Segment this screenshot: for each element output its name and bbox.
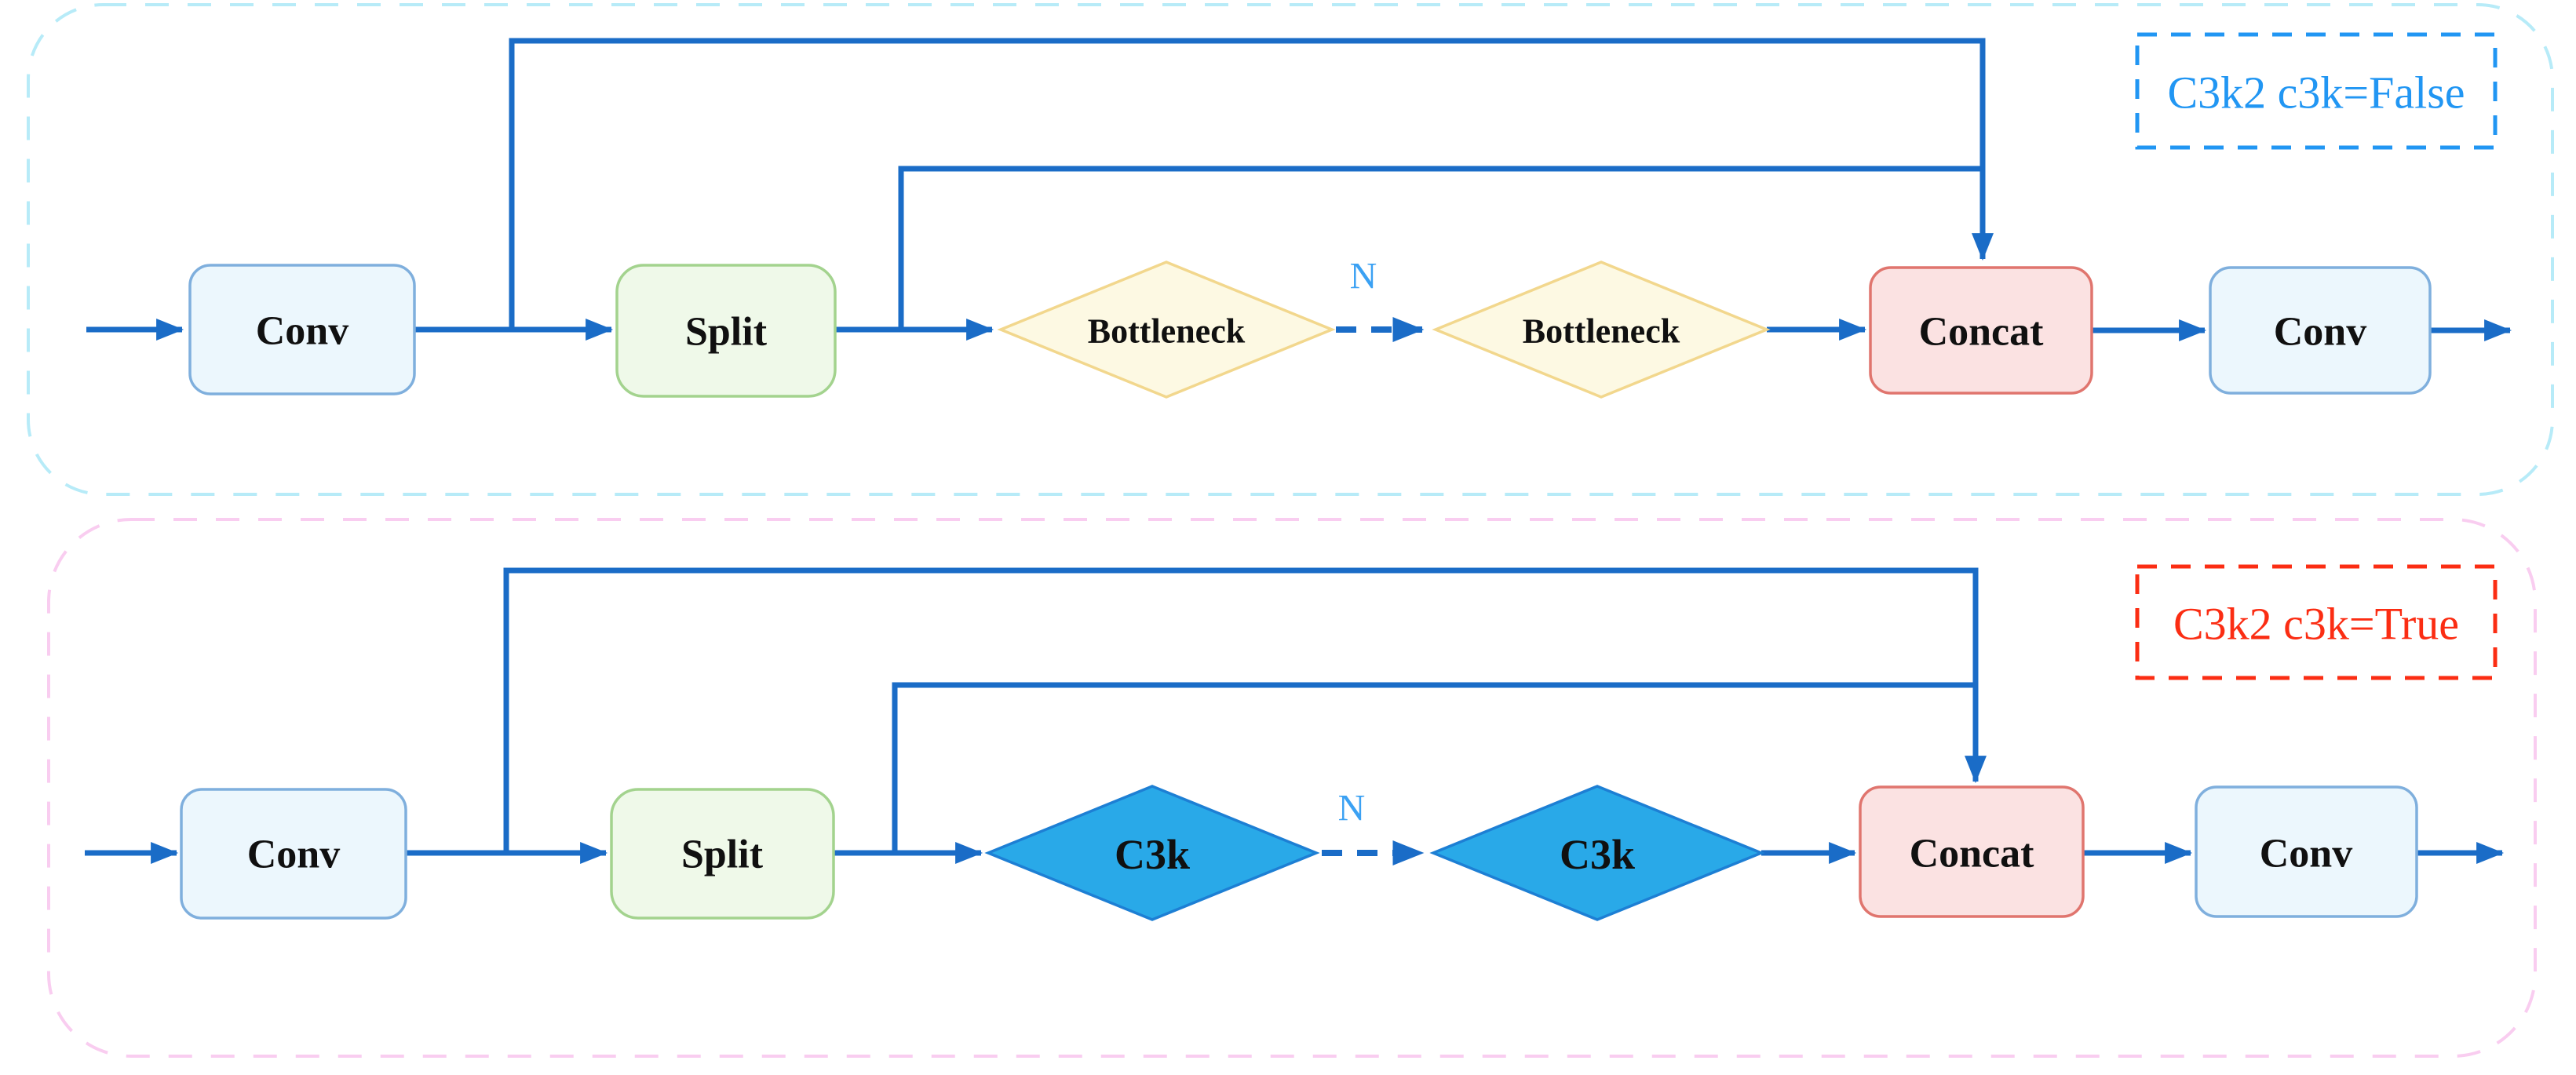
legend-label-false: C3k2 c3k=False [2167,67,2465,118]
panel-c3k-true: Conv Split C3k N C3k Concat Conv C3k2 c3… [47,518,2537,1058]
node-conv-out-box [2209,266,2432,395]
repeat-count-label: N [1338,788,1366,829]
node-bottleneck-1-label: Bottleneck [1088,312,1246,351]
node-conv-in-box [180,788,407,920]
node-split-label: Split [685,310,768,355]
node-split-label: Split [681,833,764,877]
node-split-box [615,264,837,398]
edge-skip-connection-2 [892,682,1976,853]
repeat-count-label: N [1350,256,1377,297]
node-bottleneck-2-diamond [1432,261,1771,399]
node-bottleneck-1-diamond [997,261,1336,399]
node-conv-out-label: Conv [2274,310,2366,355]
node-bottleneck-2-label: Bottleneck [1523,312,1680,351]
node-split-box [610,788,835,920]
node-conv-out-label: Conv [2260,832,2352,876]
node-c3k-1-label: C3k [1115,831,1190,878]
node-conv-in-label: Conv [247,833,340,877]
node-concat-box [1859,785,2085,918]
panel-false-edges [86,38,2512,342]
panel-true-edges [85,567,2505,865]
node-c3k-2-diamond [1429,785,1765,921]
legend-box-false [2135,32,2498,150]
legend-box-true [2135,564,2498,680]
panel-false-dashed-border [27,3,2554,496]
node-conv-in-label: Conv [256,309,348,354]
edge-skip-connection-1 [503,567,1987,853]
node-concat-label: Concat [1910,832,2035,876]
node-conv-in-box [188,264,416,395]
node-c3k-1-diamond [984,785,1320,921]
panel-true-dashed-border [47,518,2537,1058]
edge-skip-connection-1 [509,38,1994,330]
node-concat-label: Concat [1919,310,2045,355]
node-conv-out-box [2195,785,2418,918]
edge-skip-connection-2 [898,166,1983,330]
legend-label-true: C3k2 c3k=True [2173,599,2459,650]
panel-c3k-false: Conv Split Bottleneck N Bottleneck Conca… [27,3,2554,496]
node-c3k-2-label: C3k [1560,831,1635,878]
node-concat-box [1869,266,2093,395]
